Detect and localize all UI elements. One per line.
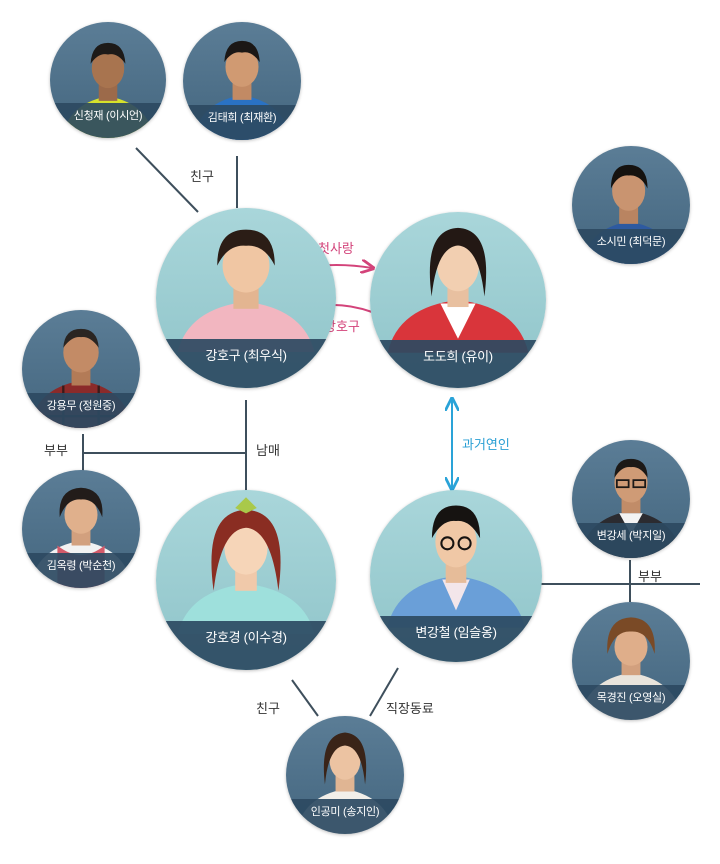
- portrait-image: [177, 229, 315, 352]
- character-name: 변강철 (임슬옹): [370, 615, 542, 662]
- label-couple-right: 부부: [638, 570, 662, 585]
- label-couple-left: 부부: [44, 444, 68, 459]
- character-name: 김옥령 (박순천): [22, 552, 140, 588]
- character-name: 도도희 (유이): [370, 340, 546, 388]
- character-kim-okryeong[interactable]: 김옥령 (박순천): [22, 470, 140, 588]
- label-first-love: 첫사랑: [318, 242, 354, 257]
- character-in-gongmi[interactable]: 인공미 (송지인): [286, 716, 404, 834]
- character-name: 변강세 (박지일): [572, 522, 690, 558]
- character-name: 목경진 (오영실): [572, 684, 690, 720]
- character-name: 강용무 (정원중): [22, 392, 140, 428]
- character-kim-taehui[interactable]: 김태희 (최재환): [183, 22, 301, 140]
- character-byeon-gangcheol[interactable]: 변강철 (임슬옹): [370, 490, 542, 662]
- character-name: 신청재 (이시언): [50, 103, 166, 138]
- character-name: 김태희 (최재환): [183, 104, 301, 140]
- character-name: 소시민 (최덕문): [572, 228, 690, 264]
- character-name: 강호구 (최우식): [156, 339, 336, 388]
- character-shin-cheongjae[interactable]: 신청재 (이시언): [50, 22, 166, 138]
- label-siblings: 남매: [256, 444, 280, 459]
- portrait-image: [177, 497, 315, 634]
- character-name: 강호경 (이수경): [156, 621, 336, 670]
- label-crush: 상호구: [324, 320, 360, 335]
- character-so-simin[interactable]: 소시민 (최덕문): [572, 146, 690, 264]
- line-hogyeong-gongmi: [291, 679, 319, 717]
- portrait-image: [387, 227, 529, 353]
- label-friend-top: 친구: [190, 170, 214, 185]
- label-ex-lovers: 과거연인: [462, 438, 510, 453]
- character-name: 인공미 (송지인): [286, 798, 404, 834]
- character-kang-hogu[interactable]: 강호구 (최우식): [156, 208, 336, 388]
- line-cheongjae-hogu: [135, 147, 199, 213]
- character-kang-hogyeong[interactable]: 강호경 (이수경): [156, 490, 336, 670]
- portrait-image: [387, 505, 525, 628]
- line-gangcheol-gongmi: [369, 667, 399, 717]
- character-do-dohui[interactable]: 도도희 (유이): [370, 212, 546, 388]
- label-coworker: 직장동료: [386, 702, 434, 717]
- character-mok-gyeongjin[interactable]: 목경진 (오영실): [572, 602, 690, 720]
- character-byeon-gangse[interactable]: 변강세 (박지일): [572, 440, 690, 558]
- label-friend-bottom: 친구: [256, 702, 280, 717]
- character-kang-yongmu[interactable]: 강용무 (정원중): [22, 310, 140, 428]
